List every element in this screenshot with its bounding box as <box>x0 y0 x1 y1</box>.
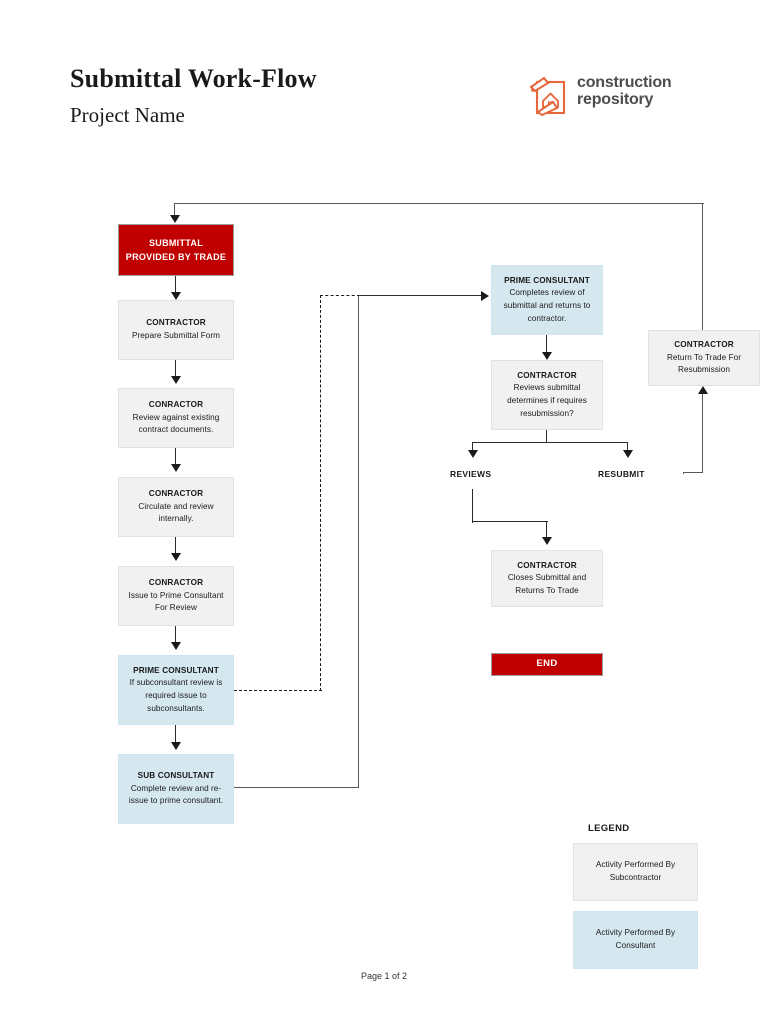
node-body: Closes Submittal and Returns To Trade <box>507 573 587 595</box>
connector-prepare-to-review <box>175 360 177 382</box>
node-prime-consultant-completes-review[interactable]: PRIME CONSULTANT Completes review of sub… <box>491 265 603 335</box>
arrowhead-review-contract <box>171 376 181 384</box>
arrowhead-into-submittal <box>170 215 180 223</box>
connector-dashed-riser <box>320 295 321 691</box>
connector-sub-to-prime-riser <box>358 295 359 788</box>
connector-dashed-from-prime-sub <box>234 690 322 691</box>
arrowhead-return-to-trade <box>698 386 708 394</box>
node-heading: END <box>536 658 558 670</box>
connector-resubmit-run <box>683 472 703 473</box>
page-title: Submittal Work-Flow <box>70 64 317 93</box>
logo-wordmark: construction repository <box>577 74 672 108</box>
connector-sub-to-prime-run <box>234 787 359 788</box>
node-issue-to-prime-consultant[interactable]: CONRACTOR Issue to Prime Consultant For … <box>118 566 234 626</box>
node-heading: CONRACTOR <box>148 578 204 588</box>
legend-item-label: Activity Performed By Consultant <box>595 928 676 950</box>
node-body: Review against existing contract documen… <box>132 412 220 435</box>
arrowhead-closes-submittal <box>542 537 552 545</box>
node-body: Issue to Prime Consultant For Review <box>128 590 224 613</box>
legend-title: LEGEND <box>588 823 630 834</box>
brand-logo: construction repository <box>527 72 677 118</box>
node-body: Return To Trade For Resubmission <box>666 352 742 375</box>
connector-dashed-top <box>320 295 360 296</box>
node-prime-consultant-subconsultant-review[interactable]: PRIME CONSULTANT If subconsultant review… <box>118 655 234 725</box>
connector-into-prime-completes <box>358 295 484 297</box>
arrowhead-prepare-form <box>171 292 181 300</box>
arrowhead-sub-consultant <box>171 742 181 750</box>
arrowhead-contractor-reviews <box>542 352 552 360</box>
connector-prime-to-sub <box>175 725 177 749</box>
connector-decision-split <box>472 442 628 444</box>
house-document-icon <box>527 74 571 117</box>
node-heading: PRIME CONSULTANT <box>133 665 219 675</box>
connector-decision-stem <box>546 430 548 443</box>
node-heading: CONRACTOR <box>148 400 204 410</box>
arrowhead-resubmit-branch <box>623 450 633 458</box>
branch-label-reviews: REVIEWS <box>450 469 492 479</box>
connector-resubmit-drop <box>627 442 629 456</box>
node-return-to-trade-for-resubmission[interactable]: CONTRACTOR Return To Trade For Resubmiss… <box>648 330 760 386</box>
logo-line-1: construction <box>577 74 672 91</box>
connector-circulate-to-issue <box>175 537 177 559</box>
node-body: Completes review of submittal and return… <box>503 288 591 323</box>
connector-prime-to-contractor-reviews <box>546 335 548 359</box>
connector-submittal-to-prepare <box>175 276 177 298</box>
arrowhead-prime-subconsultant <box>171 642 181 650</box>
node-body: Complete review and re-issue to prime co… <box>128 783 224 806</box>
node-heading: CONTRACTOR <box>517 560 577 570</box>
legend-item-consultant: Activity Performed By Consultant <box>573 911 698 969</box>
node-heading: CONRACTOR <box>148 489 204 499</box>
node-review-against-contract-documents[interactable]: CONRACTOR Review against existing contra… <box>118 388 234 448</box>
node-body: If subconsultant review is required issu… <box>129 678 223 713</box>
connector-return-riser <box>702 203 703 331</box>
node-closes-submittal-returns-to-trade[interactable]: CONTRACTOR Closes Submittal and Returns … <box>491 550 603 607</box>
connector-review-to-circulate <box>175 448 177 470</box>
node-heading: SUBMITTAL PROVIDED BY TRADE <box>125 237 227 263</box>
page-footer: Page 1 of 2 <box>360 971 408 981</box>
node-body: Reviews submittal determines if requires… <box>507 383 587 418</box>
node-prepare-submittal-form[interactable]: CONTRACTOR Prepare Submittal Form <box>118 300 234 360</box>
legend-item-label: Activity Performed By Subcontractor <box>595 860 676 882</box>
node-heading: CONTRACTOR <box>674 340 734 350</box>
node-submittal-provided-by-trade[interactable]: SUBMITTAL PROVIDED BY TRADE <box>118 224 234 276</box>
arrowhead-circulate <box>171 464 181 472</box>
connector-reviews-run <box>472 521 548 523</box>
connector-resubmit-riser <box>702 392 703 473</box>
connector-reviews-riser <box>472 489 474 523</box>
connector-top-drop <box>174 203 175 220</box>
node-contractor-reviews-submittal[interactable]: CONTRACTOR Reviews submittal determines … <box>491 360 603 430</box>
arrowhead-prime-completes <box>481 291 489 301</box>
node-end[interactable]: END <box>491 653 603 676</box>
arrowhead-issue-prime <box>171 553 181 561</box>
page-subtitle: Project Name <box>70 103 185 127</box>
node-heading: PRIME CONSULTANT <box>504 275 590 285</box>
connector-reviews-into-closes <box>546 521 548 543</box>
node-circulate-and-review-internally[interactable]: CONRACTOR Circulate and review internall… <box>118 477 234 537</box>
node-heading: CONTRACTOR <box>517 370 577 380</box>
logo-line-2: repository <box>577 91 654 108</box>
connector-issue-to-prime-sub <box>175 626 177 648</box>
node-heading: CONTRACTOR <box>146 318 206 328</box>
legend-item-subcontractor: Activity Performed By Subcontractor <box>573 843 698 901</box>
node-heading: SUB CONSULTANT <box>137 771 215 781</box>
branch-label-resubmit: RESUBMIT <box>598 469 645 479</box>
node-body: Prepare Submittal Form <box>131 331 220 340</box>
node-sub-consultant-complete-review[interactable]: SUB CONSULTANT Complete review and re-is… <box>118 754 234 824</box>
connector-resubmit-corner <box>683 472 684 474</box>
arrowhead-reviews-branch <box>468 450 478 458</box>
connector-top-feedback <box>174 203 704 204</box>
node-body: Circulate and review internally. <box>138 501 214 524</box>
connector-reviews-drop <box>472 442 474 456</box>
